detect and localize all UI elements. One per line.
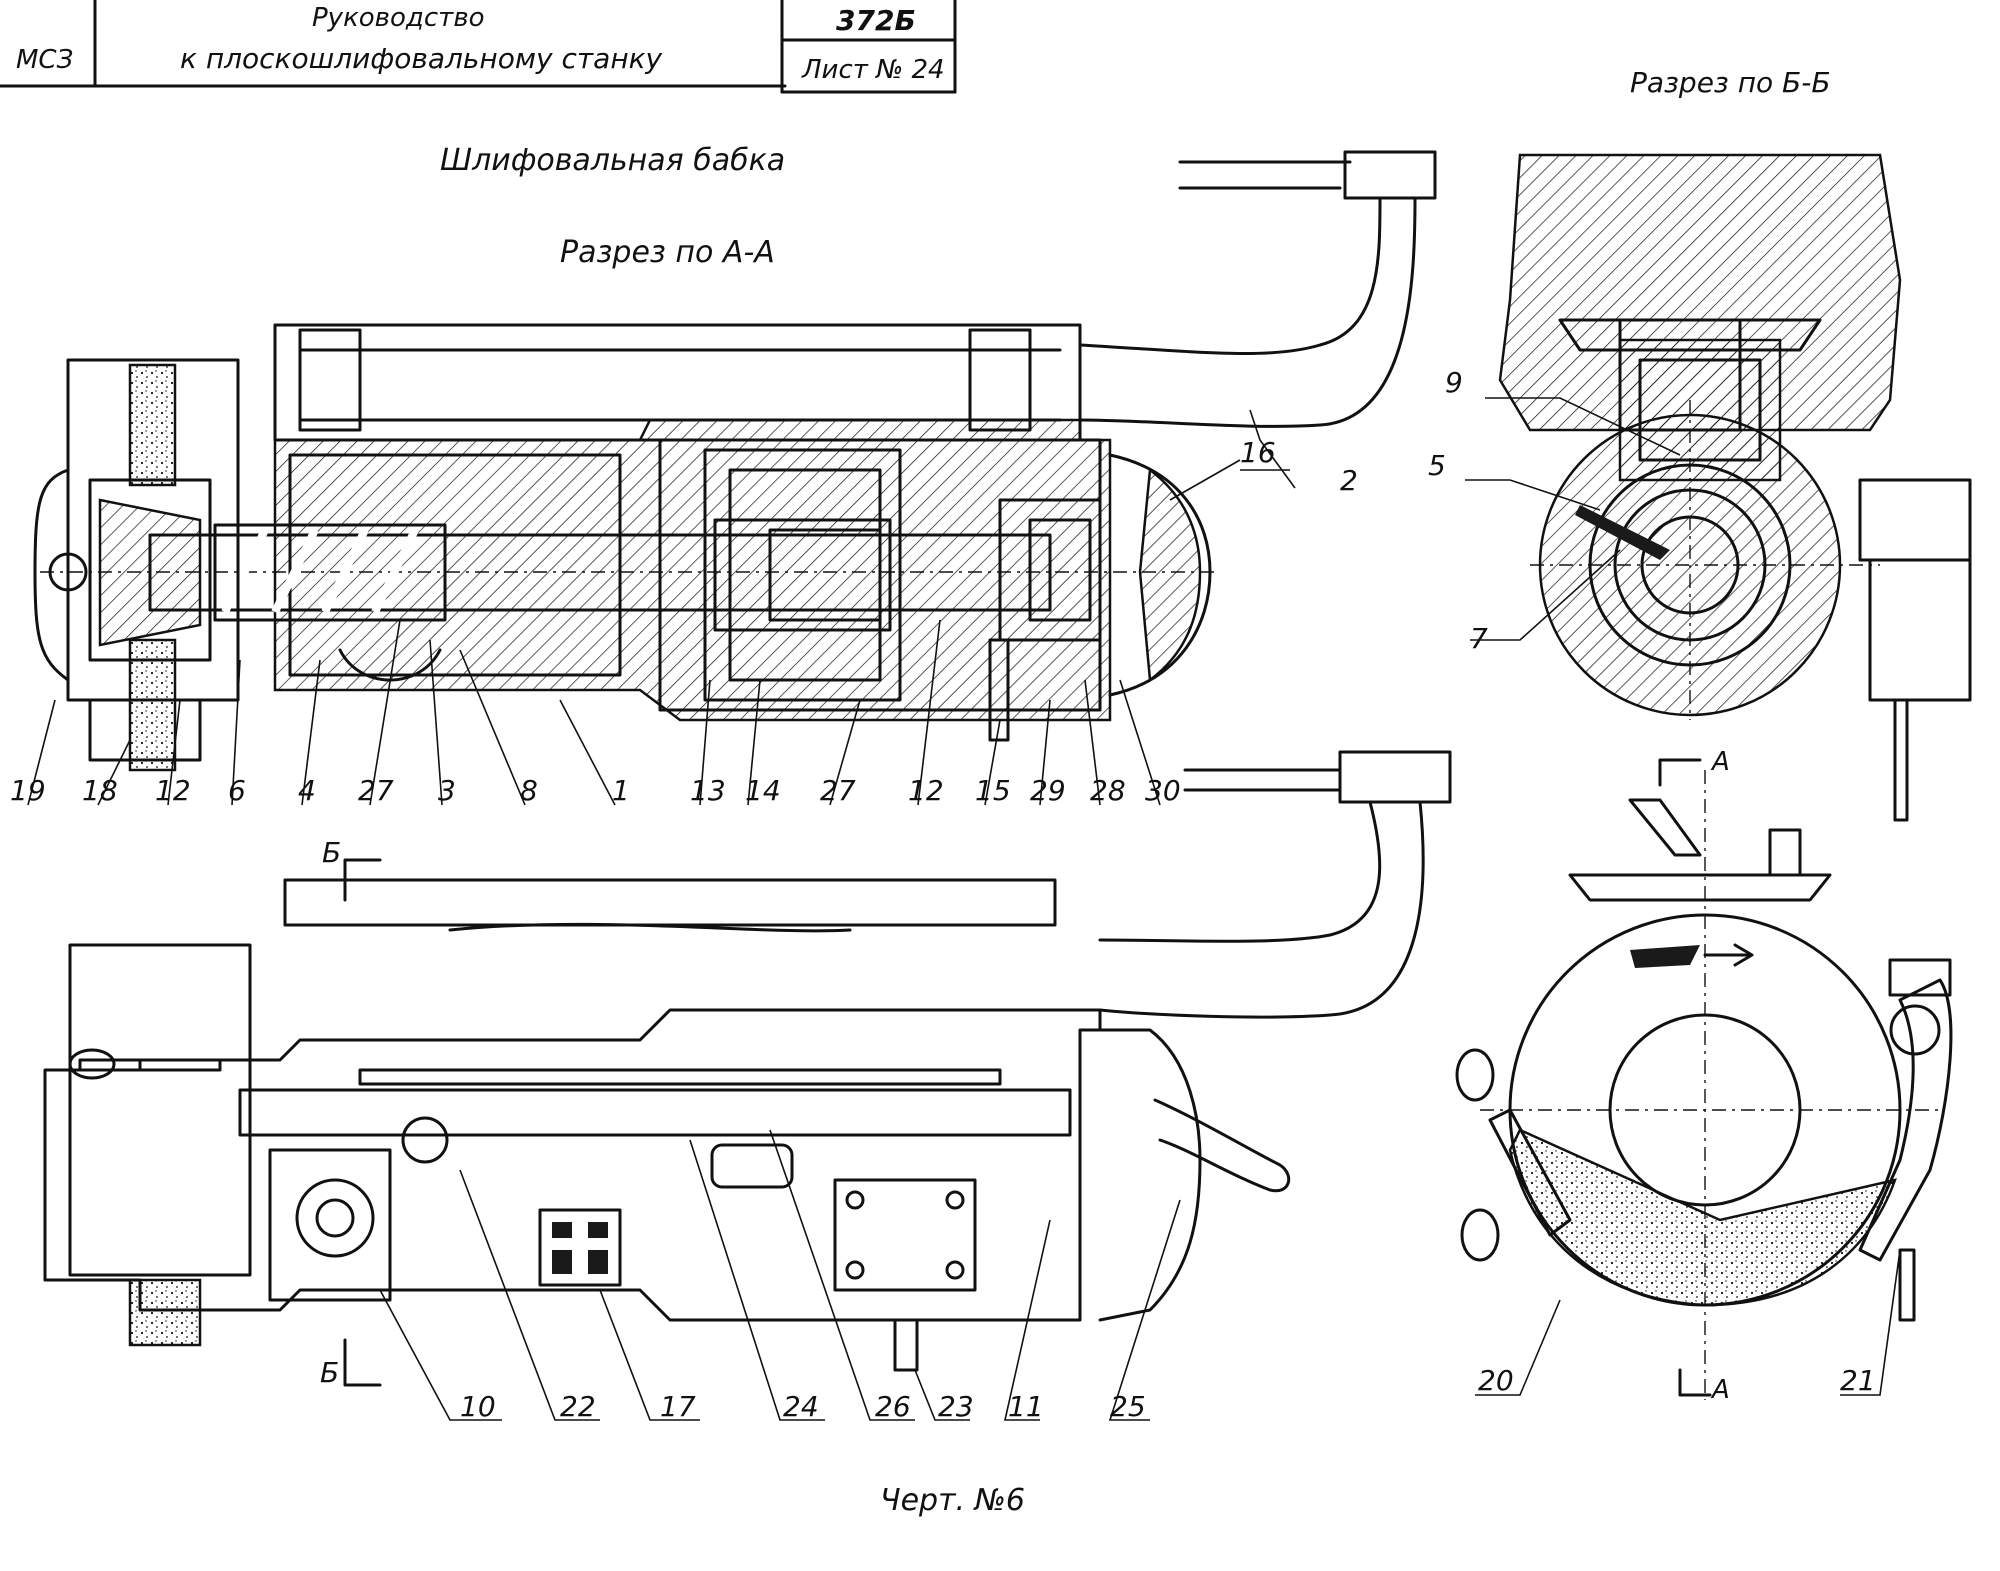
callout-25: 25 — [1110, 1390, 1146, 1423]
callout-9: 9 — [1445, 366, 1463, 399]
callout-7: 7 — [1470, 622, 1488, 655]
callout-15: 15 — [975, 774, 1011, 807]
callout-26: 26 — [875, 1390, 911, 1423]
callout-6: 6 — [228, 774, 246, 807]
callout-18: 18 — [82, 774, 118, 807]
callout-20: 20 — [1478, 1364, 1514, 1397]
callout-1: 1 — [612, 774, 630, 807]
title-line1: Руководство — [312, 3, 485, 33]
callout-8: 8 — [520, 774, 538, 807]
title-model: 372Б — [836, 4, 916, 37]
section-b-marker-top: Б — [322, 836, 341, 869]
callout-12a: 12 — [155, 774, 191, 807]
exterior-view: Б Б — [43, 750, 1452, 1389]
callout-11: 11 — [1008, 1390, 1044, 1423]
callout-19: 19 — [10, 774, 46, 807]
callout-3: 3 — [438, 774, 456, 807]
title-sheet: Лист № 24 — [801, 55, 945, 85]
callout-27b: 27 — [820, 774, 856, 807]
callout-2: 2 — [1340, 464, 1358, 497]
callout-10: 10 — [460, 1390, 496, 1423]
callout-4: 4 — [298, 774, 316, 807]
leaders-top — [27, 409, 1296, 806]
callout-17: 17 — [660, 1390, 696, 1423]
title-line2: к плоскошлифовальному станку — [180, 42, 663, 75]
drawing-heading: Шлифовальная бабка — [440, 143, 785, 178]
callouts-bottom: 10 22 17 24 26 23 11 25 — [460, 1390, 1146, 1423]
leaders-bottom — [379, 1129, 1181, 1421]
callout-13: 13 — [690, 774, 726, 807]
title-block: МСЗ Руководство к плоскошлифовальному ст… — [0, 0, 957, 94]
callout-16: 16 — [1240, 436, 1276, 469]
callout-24: 24 — [783, 1390, 819, 1423]
callout-30: 30 — [1145, 774, 1181, 807]
callout-27a: 27 — [358, 774, 394, 807]
callout-21: 21 — [1840, 1364, 1876, 1397]
callout-12b: 12 — [908, 774, 944, 807]
callout-23: 23 — [938, 1390, 974, 1423]
callout-5: 5 — [1428, 449, 1446, 482]
callouts-top: 19 18 12 6 4 27 3 8 1 13 14 27 12 15 29 … — [10, 436, 1358, 807]
title-org: МСЗ — [16, 45, 73, 75]
section-aa-view — [33, 150, 1437, 772]
section-b-marker-bottom: Б — [320, 1356, 339, 1389]
section-a-marker-bottom: А — [1710, 1375, 1730, 1405]
figure-caption: Черт. №6 — [880, 1483, 1025, 1518]
callout-22: 22 — [560, 1390, 596, 1423]
section-a-marker-top: А — [1710, 747, 1730, 777]
callout-29: 29 — [1030, 774, 1066, 807]
section-aa-label: Разрез по А-А — [560, 235, 775, 270]
callout-28: 28 — [1090, 774, 1126, 807]
callout-14: 14 — [745, 774, 781, 807]
section-bb-label: Разрез по Б-Б — [1630, 66, 1831, 99]
section-bb-view: 9 5 7 — [1428, 153, 1972, 822]
end-view: А А 20 21 — [1455, 747, 1953, 1405]
